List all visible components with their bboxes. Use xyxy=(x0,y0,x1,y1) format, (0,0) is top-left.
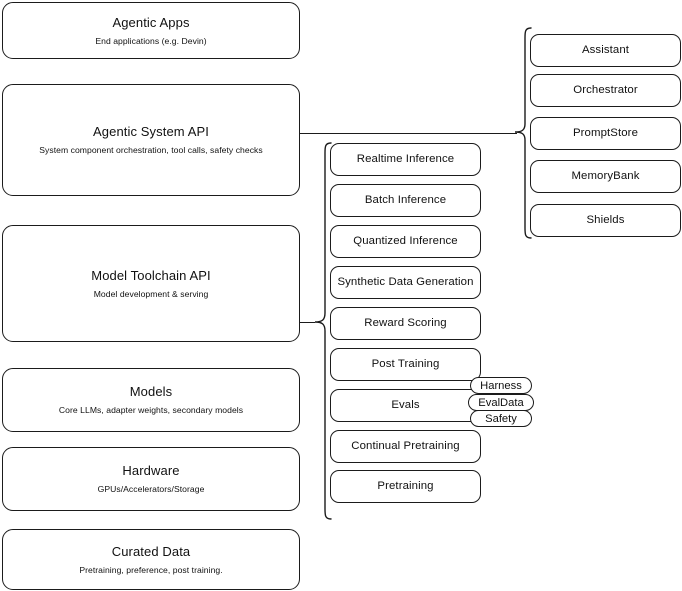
eval-badge-evaldata[interactable]: EvalData xyxy=(468,394,534,411)
component-box-orchestrator[interactable]: Orchestrator xyxy=(530,74,681,107)
layer-box-models[interactable]: Models Core LLMs, adapter weights, secon… xyxy=(2,368,300,432)
capability-box-post-training[interactable]: Post Training xyxy=(330,348,481,381)
layer-box-model-toolchain-api[interactable]: Model Toolchain API Model development & … xyxy=(2,225,300,342)
capability-label: Pretraining xyxy=(377,480,434,493)
component-label: Orchestrator xyxy=(573,84,638,97)
capability-box-quantized-inference[interactable]: Quantized Inference xyxy=(330,225,481,258)
eval-badge-harness[interactable]: Harness xyxy=(470,377,532,394)
component-box-shields[interactable]: Shields xyxy=(530,204,681,237)
layer-box-agentic-apps[interactable]: Agentic Apps End applications (e.g. Devi… xyxy=(2,2,300,59)
capability-box-pretraining[interactable]: Pretraining xyxy=(330,470,481,503)
layer-title: Curated Data xyxy=(111,543,191,559)
capability-label: Continual Pretraining xyxy=(351,440,460,453)
layer-subtitle: GPUs/Accelerators/Storage xyxy=(97,484,205,495)
capability-box-synthetic-data-generation[interactable]: Synthetic Data Generation xyxy=(330,266,481,299)
capability-label: Synthetic Data Generation xyxy=(337,276,474,289)
layer-title: Models xyxy=(129,384,173,399)
component-label: Shields xyxy=(586,214,625,227)
capability-label: Post Training xyxy=(371,358,440,371)
capability-box-evals[interactable]: Evals xyxy=(330,389,481,422)
connector-agentic-system-api-to-components xyxy=(300,133,517,134)
connector-model-toolchain-api-to-capabilities xyxy=(300,322,315,323)
capability-box-continual-pretraining[interactable]: Continual Pretraining xyxy=(330,430,481,463)
component-label: PromptStore xyxy=(572,127,639,140)
layer-box-hardware[interactable]: Hardware GPUs/Accelerators/Storage xyxy=(2,447,300,511)
layer-subtitle: End applications (e.g. Devin) xyxy=(95,35,207,46)
layer-subtitle: Model development & serving xyxy=(93,288,209,299)
component-box-promptstore[interactable]: PromptStore xyxy=(530,117,681,150)
layer-title: Agentic Apps xyxy=(112,14,190,30)
component-label: MemoryBank xyxy=(571,170,640,183)
layer-subtitle: Core LLMs, adapter weights, secondary mo… xyxy=(58,405,244,416)
capability-box-realtime-inference[interactable]: Realtime Inference xyxy=(330,143,481,176)
capability-box-reward-scoring[interactable]: Reward Scoring xyxy=(330,307,481,340)
capability-label: Quantized Inference xyxy=(353,235,458,248)
component-label: Assistant xyxy=(581,44,630,57)
layer-title: Hardware xyxy=(122,463,180,478)
layer-title: Agentic System API xyxy=(93,124,209,139)
layer-box-agentic-system-api[interactable]: Agentic System API System component orch… xyxy=(2,84,300,196)
layer-title: Model Toolchain API xyxy=(91,267,211,283)
eval-badge-label: Harness xyxy=(480,379,522,392)
capability-label: Reward Scoring xyxy=(364,317,447,330)
capability-box-batch-inference[interactable]: Batch Inference xyxy=(330,184,481,217)
component-box-assistant[interactable]: Assistant xyxy=(530,34,681,67)
component-box-memorybank[interactable]: MemoryBank xyxy=(530,160,681,193)
layer-subtitle: Pretraining, preference, post training. xyxy=(79,564,223,575)
capability-label: Realtime Inference xyxy=(356,153,455,166)
eval-badge-label: Safety xyxy=(485,412,517,425)
eval-badge-safety[interactable]: Safety xyxy=(470,410,532,427)
layer-subtitle: System component orchestration, tool cal… xyxy=(39,145,263,156)
capability-label: Evals xyxy=(391,399,420,412)
layer-box-curated-data[interactable]: Curated Data Pretraining, preference, po… xyxy=(2,529,300,590)
capability-label: Batch Inference xyxy=(364,194,447,207)
eval-badge-label: EvalData xyxy=(478,396,524,409)
